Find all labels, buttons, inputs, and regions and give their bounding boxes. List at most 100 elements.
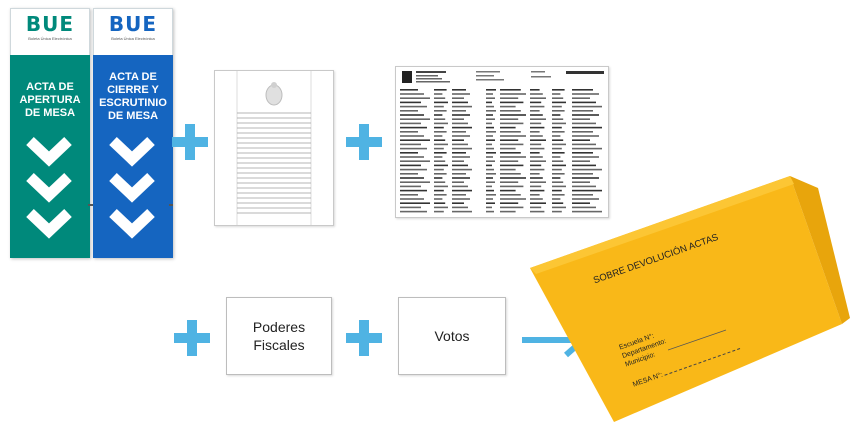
padron-row-mark <box>400 198 424 200</box>
padron-row-mark <box>400 101 421 104</box>
padron-row-mark <box>572 97 590 99</box>
padron-row-mark <box>552 143 566 146</box>
padron-row-mark <box>572 194 593 196</box>
padron-row-mark <box>400 114 424 116</box>
padron-row-mark <box>552 110 565 112</box>
sobre-devolucion-envelope: SOBRE DEVOLUCIÓN ACTAS Escuela N°: Depar… <box>518 168 850 430</box>
padron-row-mark <box>486 185 492 188</box>
padron-row-mark <box>400 177 424 179</box>
padron-row-mark <box>452 126 472 129</box>
padron-row-mark <box>486 89 496 91</box>
padron-row-mark <box>452 89 466 91</box>
padron-row-mark <box>400 189 427 192</box>
padron-row-mark <box>530 173 540 175</box>
padron-row-mark <box>500 126 516 129</box>
padron-row-mark <box>400 194 418 196</box>
padron-row-mark <box>434 143 448 146</box>
padron-row-mark <box>500 105 516 108</box>
padron-row-mark <box>552 210 562 213</box>
padron-row-mark <box>552 181 564 183</box>
padron-row-mark <box>486 131 496 133</box>
padron-row-mark <box>530 101 542 104</box>
padron-row-mark <box>552 198 561 200</box>
padron-row-mark <box>552 135 561 137</box>
padron-row-mark <box>486 168 494 171</box>
bue-logo-subtitle: Boleta Única Electrónica <box>28 36 72 41</box>
acta-cierre-card: BUE Boleta Única Electrónica ACTA DE CIE… <box>93 8 173 258</box>
padron-row-mark <box>452 198 470 200</box>
address-line <box>668 329 727 351</box>
chevron-down-icon <box>26 137 72 239</box>
padron-row-mark <box>400 110 418 112</box>
padron-row-mark <box>572 177 599 179</box>
padron-row-mark <box>452 177 470 179</box>
padron-row-mark <box>530 210 545 213</box>
padron-row-mark <box>572 118 590 120</box>
padron-row-mark <box>400 97 430 99</box>
padron-row-mark <box>552 105 562 108</box>
padron-row-mark <box>552 126 562 129</box>
padron-row-mark <box>486 122 492 125</box>
padron-row-mark <box>530 122 542 125</box>
padron-row-mark <box>452 194 466 196</box>
padron-row-mark <box>434 97 446 99</box>
padron-row-mark <box>486 173 496 175</box>
padron-row-mark <box>400 139 430 141</box>
padron-row-mark <box>486 181 495 183</box>
padron-row-mark <box>500 164 524 167</box>
padron-row-mark <box>434 164 448 167</box>
padron-row-mark <box>486 139 495 141</box>
padron-row-mark <box>552 97 564 99</box>
padron-row-mark <box>500 210 516 213</box>
padron-row-mark <box>452 139 464 141</box>
padron-row-mark <box>452 110 466 112</box>
padron-row-mark <box>434 189 444 192</box>
padron-row-mark <box>434 173 447 175</box>
padron-row-mark <box>452 156 470 158</box>
padron-row-mark <box>452 147 472 150</box>
padron-row-mark <box>552 189 562 192</box>
padron-row-mark <box>486 210 494 213</box>
padron-row-mark <box>486 189 494 192</box>
padron-row-mark <box>552 164 566 167</box>
padron-row-mark <box>530 189 545 192</box>
padron-row-mark <box>452 152 466 154</box>
padron-row-mark <box>434 198 443 200</box>
padron-row-mark <box>400 93 424 95</box>
acta-cierre-header: BUE Boleta Única Electrónica <box>93 8 173 55</box>
plus-icon <box>346 124 382 160</box>
padron-row-mark <box>434 114 443 116</box>
padron-row-mark <box>500 122 524 125</box>
padron-row-mark <box>452 122 468 125</box>
fiscales-label: Fiscales <box>253 337 305 353</box>
padron-row-mark <box>400 147 427 150</box>
padron-row-mark <box>486 206 492 209</box>
votos-label: Votos <box>434 328 470 344</box>
padron-row-mark <box>552 194 565 196</box>
padron-row-mark <box>452 105 472 108</box>
padron-row-mark <box>552 152 565 154</box>
padron-row-mark <box>552 185 566 188</box>
padron-row-mark <box>572 164 596 167</box>
padron-document <box>395 66 609 218</box>
padron-row-mark <box>400 210 427 213</box>
padron-row-mark <box>530 164 542 167</box>
padron-row-mark <box>500 139 519 141</box>
padron-row-mark <box>434 118 446 120</box>
poderes-fiscales-box: Poderes Fiscales <box>226 297 332 375</box>
padron-row-mark <box>400 206 421 209</box>
padron-row-mark <box>452 185 468 188</box>
padron-row-mark <box>452 114 470 116</box>
connector <box>88 204 93 206</box>
padron-row-mark <box>552 160 564 162</box>
padron-row-mark <box>452 202 464 204</box>
padron-row-mark <box>486 135 493 137</box>
padron-row-mark <box>572 189 602 192</box>
padron-row-mark <box>552 206 566 209</box>
padron-row-mark <box>434 122 448 125</box>
padron-row-mark <box>500 198 526 200</box>
padron-row-mark <box>486 101 492 104</box>
padron-row-mark <box>500 131 521 133</box>
padron-row-mark <box>434 101 448 104</box>
padron-row-mark <box>552 139 564 141</box>
